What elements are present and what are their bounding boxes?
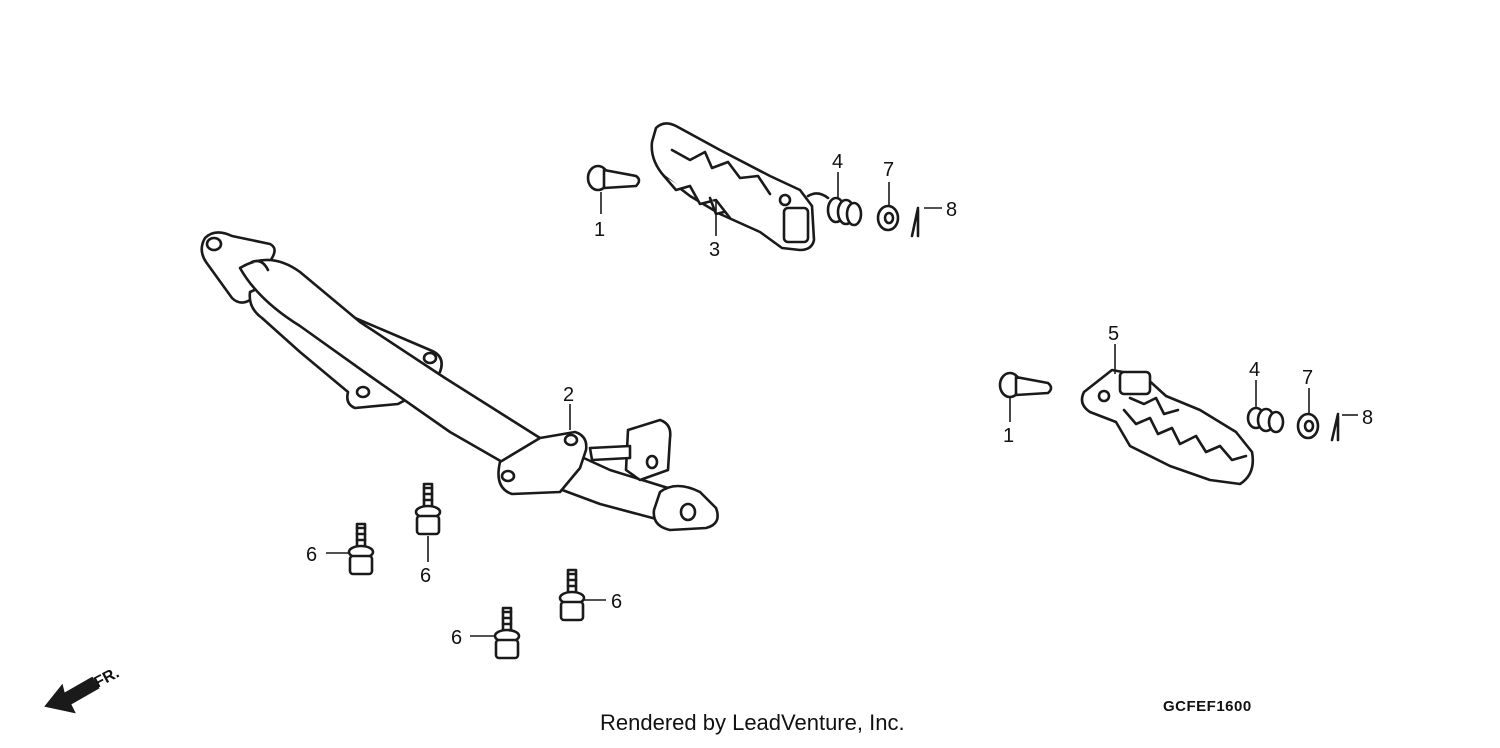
callout-bolt-d: 6 (451, 627, 462, 649)
callout-bolt-c: 6 (611, 591, 622, 613)
pin-part-upper[interactable] (586, 164, 641, 192)
drawing-code: GCFEF1600 (1163, 698, 1252, 715)
callout-cotter-pin-upper: 8 (946, 199, 957, 221)
washer-part-right[interactable] (1296, 412, 1320, 440)
callout-cotter-pin-right: 8 (1362, 407, 1373, 429)
footpeg-part-upper[interactable] (650, 122, 816, 252)
callout-washer-right: 7 (1302, 367, 1313, 389)
callout-step-bar: 2 (563, 384, 574, 406)
leader-lines (326, 172, 1358, 637)
spring-part-upper[interactable] (806, 192, 863, 227)
bolt-part-c[interactable] (558, 568, 586, 622)
callout-spring-upper: 4 (832, 151, 843, 173)
pin-part-right[interactable] (998, 371, 1053, 399)
bolt-part-a[interactable] (347, 522, 375, 576)
callout-footpeg-right: 5 (1108, 323, 1119, 345)
front-direction-indicator: FR. (44, 665, 122, 714)
cotter-pin-part-right[interactable] (1330, 412, 1340, 442)
bolt-part-d[interactable] (493, 606, 521, 660)
spring-part-right[interactable] (1246, 406, 1285, 434)
callout-pin-upper: 1 (594, 219, 605, 241)
step-bar-part[interactable] (200, 231, 719, 532)
callout-spring-right: 4 (1249, 359, 1260, 381)
credit-text: Rendered by LeadVenture, Inc. (600, 710, 905, 735)
cotter-pin-part-upper[interactable] (910, 206, 920, 238)
arrow-icon (44, 676, 100, 714)
callout-pin-right: 1 (1003, 425, 1014, 447)
callout-washer-upper: 7 (883, 159, 894, 181)
callout-bolt-a: 6 (306, 544, 317, 566)
bolt-part-b[interactable] (414, 482, 442, 536)
callout-footpeg-upper: 3 (709, 239, 720, 261)
footpeg-part-right[interactable] (1080, 368, 1255, 486)
washer-part-upper[interactable] (876, 204, 900, 232)
callout-bolt-b: 6 (420, 565, 431, 587)
